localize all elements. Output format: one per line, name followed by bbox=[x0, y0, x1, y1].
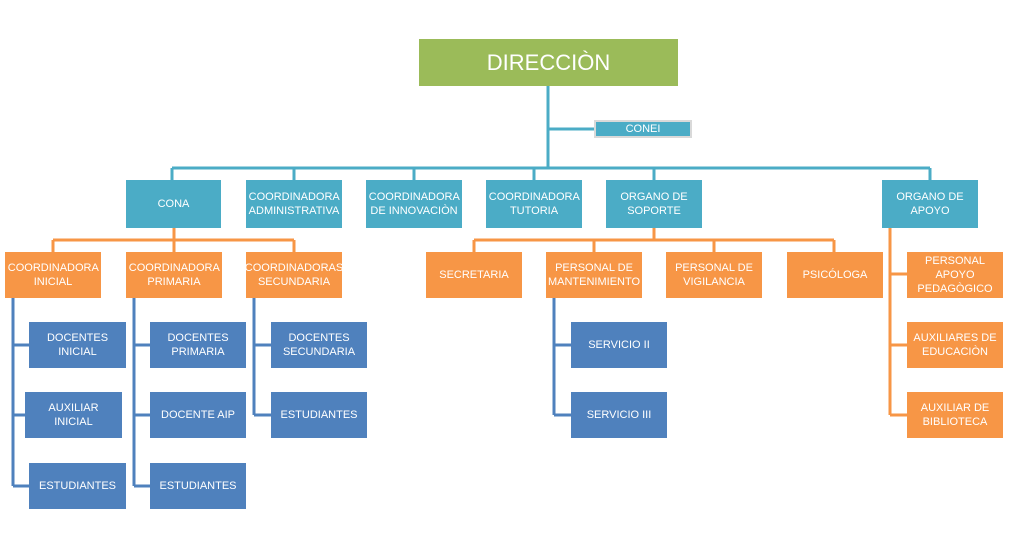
node-auxiliar-inicial: AUXILIAR INICIAL bbox=[25, 392, 122, 438]
node-personal-vigilancia: PERSONAL DE VIGILANCIA bbox=[666, 252, 762, 298]
node-cona: CONA bbox=[126, 180, 221, 228]
node-secretaria: SECRETARIA bbox=[426, 252, 522, 298]
node-conei: CONEI bbox=[594, 120, 692, 138]
node-estudiantes-inicial: ESTUDIANTES bbox=[29, 463, 126, 509]
node-organo-soporte: ORGANO DE SOPORTE bbox=[606, 180, 702, 228]
node-coordinadora-administrativa: COORDINADORA ADMINISTRATIVA bbox=[246, 180, 342, 228]
node-coordinadora-tutoria: COORDINADORA TUTORIA bbox=[486, 180, 582, 228]
node-coordinadoras-secundaria: COORDINADORAS SECUNDARIA bbox=[245, 252, 343, 298]
node-docentes-primaria: DOCENTES PRIMARIA bbox=[150, 322, 246, 368]
node-direccion: DIRECCIÒN bbox=[419, 39, 678, 86]
node-auxiliar-biblioteca: AUXILIAR DE BIBLIOTECA bbox=[907, 392, 1003, 438]
node-coordinadora-inicial: COORDINADORA INICIAL bbox=[5, 252, 101, 298]
node-coordinadora-primaria: COORDINADORA PRIMARIA bbox=[126, 252, 222, 298]
node-servicio-iii: SERVICIO III bbox=[571, 392, 667, 438]
node-psicologa: PSICÓLOGA bbox=[787, 252, 883, 298]
node-auxiliares-educacion: AUXILIARES DE EDUCACIÒN bbox=[907, 322, 1003, 368]
node-estudiantes-primaria: ESTUDIANTES bbox=[150, 463, 246, 509]
node-docentes-secundaria: DOCENTES SECUNDARIA bbox=[271, 322, 367, 368]
node-coordinadora-innovacion: COORDINADORA DE INNOVACIÒN bbox=[366, 180, 462, 228]
node-personal-apoyo-pedagogico: PERSONAL APOYO PEDAGÒGICO bbox=[907, 252, 1003, 298]
node-estudiantes-secundaria: ESTUDIANTES bbox=[271, 392, 367, 438]
node-servicio-ii: SERVICIO II bbox=[571, 322, 667, 368]
node-docentes-inicial: DOCENTES INICIAL bbox=[29, 322, 126, 368]
node-organo-apoyo: ORGANO DE APOYO bbox=[882, 180, 978, 228]
node-personal-mantenimiento: PERSONAL DE MANTENIMIENTO bbox=[546, 252, 642, 298]
node-docente-aip: DOCENTE AIP bbox=[150, 392, 246, 438]
